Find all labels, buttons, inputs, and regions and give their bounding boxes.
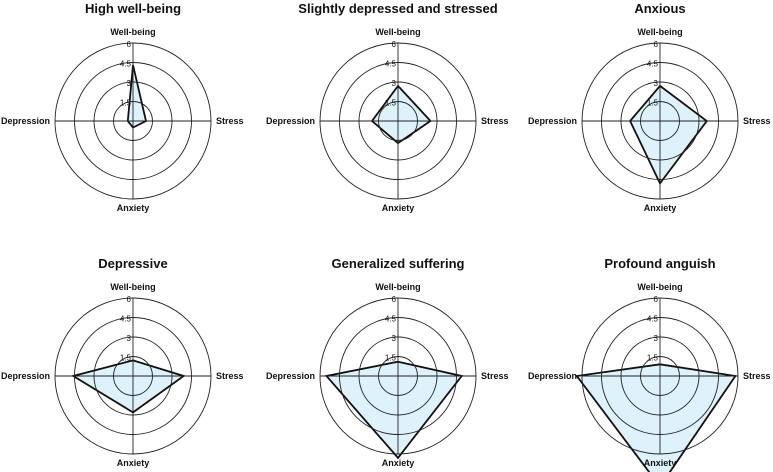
tick-label: 6 xyxy=(654,40,659,49)
tick-label: 4.5 xyxy=(385,60,397,69)
profile-polygon xyxy=(370,84,432,145)
axis-label-stress: Stress xyxy=(481,371,509,381)
radar-panel-4: 1.5 3 4.5 6 DepressiveWell-beingStressAnxiet… xyxy=(1,256,244,468)
axis-label-well-being: Well-being xyxy=(110,27,155,37)
tick-label: 1.5 xyxy=(120,354,132,363)
profile-polygon xyxy=(126,64,148,129)
tick-label: 6 xyxy=(392,40,397,49)
axis-label-well-being: Well-being xyxy=(375,27,420,37)
axis-label-anxiety: Anxiety xyxy=(644,458,677,468)
axis-label-stress: Stress xyxy=(216,371,244,381)
tick-label: 6 xyxy=(654,295,659,304)
tick-label: 1.5 xyxy=(647,99,659,108)
tick-label: 4.5 xyxy=(647,60,659,69)
tick-label: 4.5 xyxy=(647,315,659,324)
tick-label: 1.5 xyxy=(385,354,397,363)
radar-panel-6: 1.5 3 4.5 6 Profound anguishWell-beingStress… xyxy=(528,256,771,472)
axis-label-well-being: Well-being xyxy=(110,282,155,292)
tick-label: 6 xyxy=(392,295,397,304)
tick-label: 1.5 xyxy=(120,99,132,108)
axis-label-depression: Depression xyxy=(1,371,50,381)
tick-label: 3 xyxy=(654,79,659,88)
profile-polygon xyxy=(575,363,737,472)
tick-label: 1.5 xyxy=(385,99,397,108)
axis-label-depression: Depression xyxy=(1,116,50,126)
axis-label-stress: Stress xyxy=(481,116,509,126)
tick-label: 3 xyxy=(127,79,132,88)
panel-title: Profound anguish xyxy=(604,256,715,271)
tick-label: 4.5 xyxy=(120,315,132,324)
tick-label: 3 xyxy=(392,79,397,88)
axis-label-depression: Depression xyxy=(528,371,577,381)
tick-label: 1.5 xyxy=(647,354,659,363)
tick-label: 3 xyxy=(127,334,132,343)
axis-label-anxiety: Anxiety xyxy=(117,458,150,468)
panel-title: Depressive xyxy=(98,256,167,271)
tick-label: 6 xyxy=(127,40,132,49)
radar-panel-2: 1.5 3 4.5 6 Slightly depressed and stressedW… xyxy=(266,1,509,213)
axis-label-anxiety: Anxiety xyxy=(382,203,415,213)
radar-panel-1: 1.5 3 4.5 6 High well-beingWell-beingStressA… xyxy=(1,1,244,213)
panel-title: Anxious xyxy=(634,1,685,16)
axis-label-stress: Stress xyxy=(216,116,244,126)
tick-label: 4.5 xyxy=(385,315,397,324)
axis-label-stress: Stress xyxy=(743,116,771,126)
axis-label-stress: Stress xyxy=(743,371,771,381)
panel-title: High well-being xyxy=(85,1,181,16)
axis-label-depression: Depression xyxy=(528,116,577,126)
tick-label: 4.5 xyxy=(120,60,132,69)
axis-label-anxiety: Anxiety xyxy=(382,458,415,468)
axis-label-anxiety: Anxiety xyxy=(644,203,677,213)
profile-polygon xyxy=(70,359,186,414)
profile-polygon xyxy=(629,84,709,186)
panel-title: Generalized suffering xyxy=(332,256,465,271)
tick-label: 3 xyxy=(392,334,397,343)
panel-title: Slightly depressed and stressed xyxy=(298,1,497,16)
axis-label-well-being: Well-being xyxy=(375,282,420,292)
axis-label-well-being: Well-being xyxy=(637,282,682,292)
tick-label: 6 xyxy=(127,295,132,304)
axis-label-anxiety: Anxiety xyxy=(117,203,150,213)
tick-label: 3 xyxy=(654,334,659,343)
axis-label-depression: Depression xyxy=(266,371,315,381)
axis-label-depression: Depression xyxy=(266,116,315,126)
axis-label-well-being: Well-being xyxy=(637,27,682,37)
radar-panel-5: 1.5 3 4.5 6 Generalized sufferingWell-beingS… xyxy=(266,256,509,468)
